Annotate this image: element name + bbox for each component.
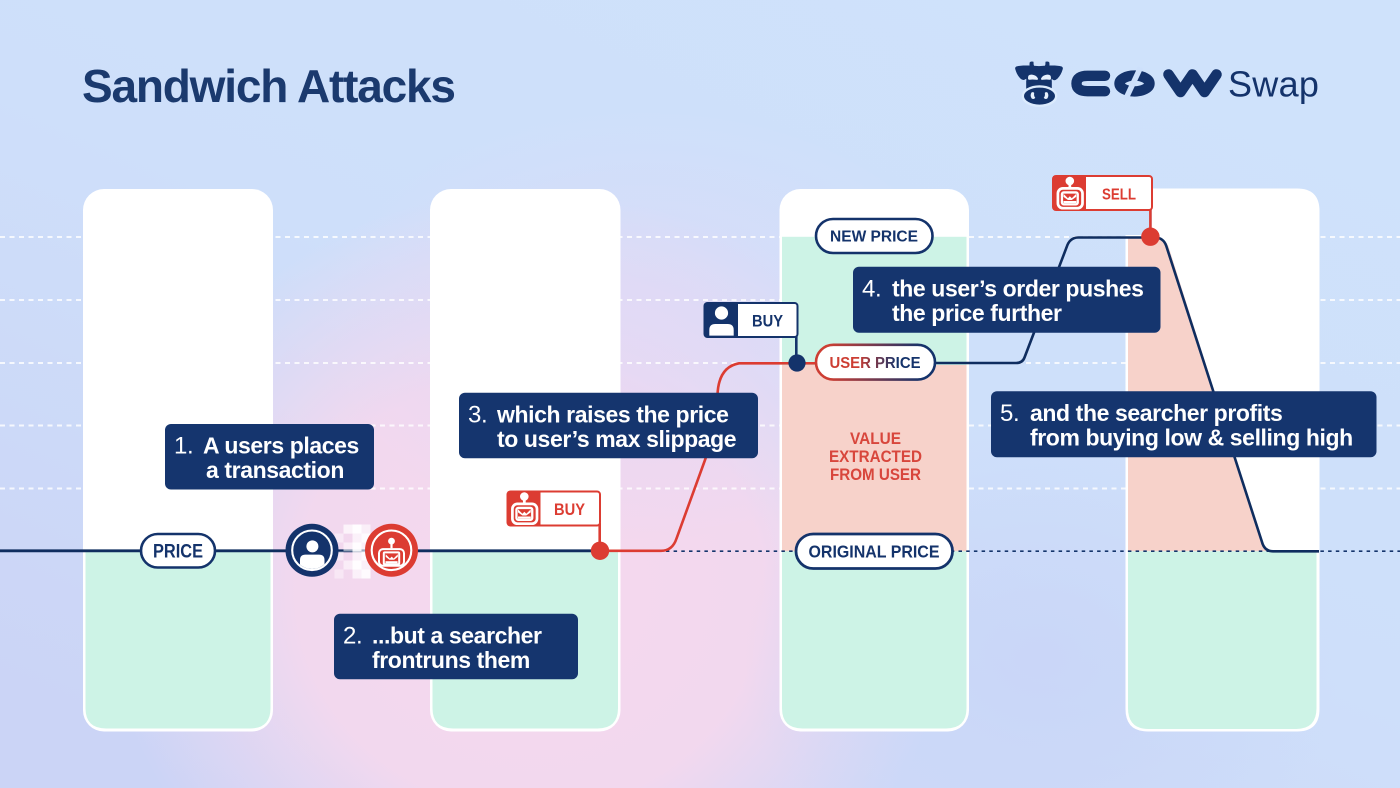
svg-text:EXTRACTED: EXTRACTED [829,448,922,466]
svg-text:Sandwich Attacks: Sandwich Attacks [82,60,455,112]
svg-text:the price further: the price further [892,300,1062,326]
svg-text:to user’s max slippage: to user’s max slippage [497,426,736,452]
svg-text:USER PRICE: USER PRICE [830,355,921,372]
svg-text:Swap: Swap [1228,64,1319,105]
svg-text:a transaction: a transaction [206,457,344,483]
svg-text:VALUE: VALUE [850,430,901,448]
svg-text:2.: 2. [343,623,362,650]
svg-text:5.: 5. [1000,400,1019,427]
svg-text:3.: 3. [468,402,487,429]
svg-text:the user’s order pushes: the user’s order pushes [892,276,1144,302]
svg-text:NEW PRICE: NEW PRICE [830,229,918,246]
svg-text:1.: 1. [174,433,193,460]
svg-text:frontruns them: frontruns them [372,647,530,673]
svg-text:FROM USER: FROM USER [830,466,921,484]
svg-text:ORIGINAL PRICE: ORIGINAL PRICE [809,541,940,561]
svg-text:SELL: SELL [1102,186,1136,203]
svg-text:BUY: BUY [554,501,585,519]
svg-text:which raises the price: which raises the price [496,402,729,428]
svg-text:4.: 4. [862,276,881,303]
svg-text:from buying low & selling high: from buying low & selling high [1030,425,1353,451]
svg-text:A users places: A users places [203,433,359,459]
svg-text:and the searcher profits: and the searcher profits [1030,400,1282,426]
svg-text:BUY: BUY [752,312,783,330]
svg-text:...but a searcher: ...but a searcher [372,623,542,649]
svg-text:PRICE: PRICE [153,542,203,563]
